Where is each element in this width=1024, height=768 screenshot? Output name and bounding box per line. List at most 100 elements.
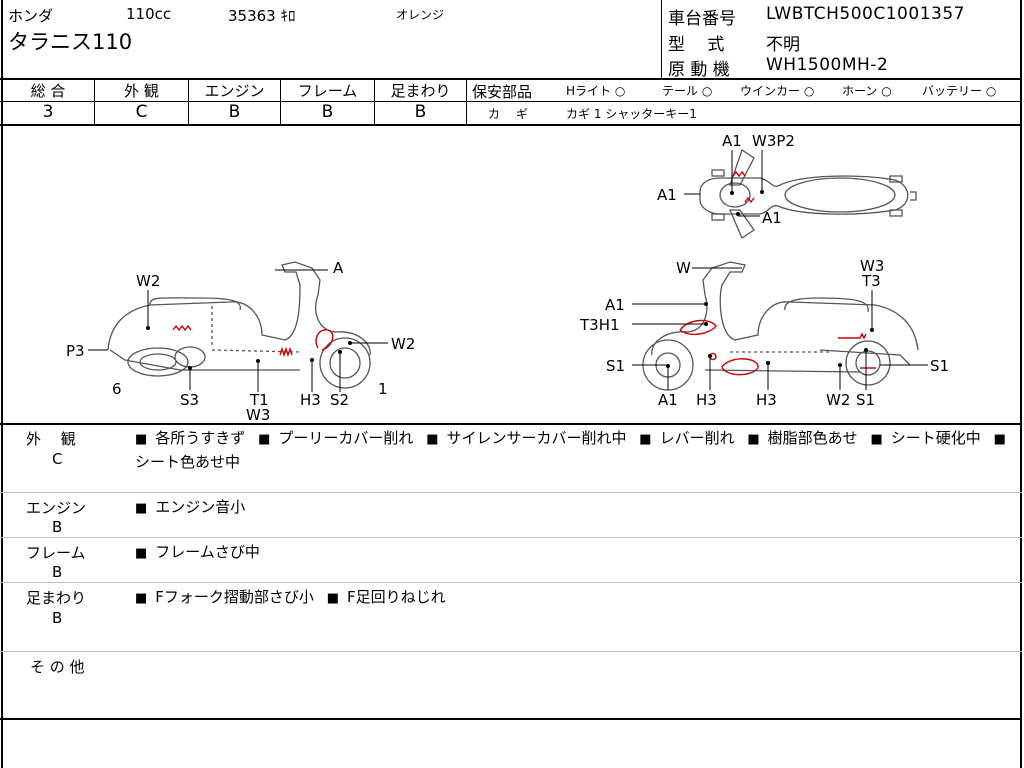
col-divider <box>661 0 662 79</box>
key-label: カ ギ <box>488 107 528 121</box>
section-divider <box>0 537 1022 538</box>
exterior-notes: 各所うすきず プーリーカバー削れ サイレンサーカバー削れ中 レバー削れ 樹脂部色… <box>135 427 1015 473</box>
diagram-label: 1 <box>378 380 388 398</box>
section-divider <box>0 492 1022 493</box>
exterior-note: 各所うすきず <box>135 429 245 447</box>
engine-section-grade: B <box>52 518 63 536</box>
diagram-label: T3 <box>862 272 881 290</box>
exterior-section-grade: C <box>52 450 63 468</box>
type-value: 不明 <box>766 35 800 55</box>
marker-dots <box>146 190 874 370</box>
frame-section-label: フレーム <box>26 544 86 562</box>
exterior-note: プーリーカバー削れ <box>258 429 413 447</box>
engine-grade-label: エンジン <box>204 82 265 100</box>
diagram-label: T3H1 <box>580 316 620 334</box>
diagram-label: S1 <box>930 357 950 375</box>
diagram-label: S1 <box>606 357 626 375</box>
safety-label: 保安部品 <box>472 83 533 101</box>
safety-item-horn: ホーン ○ <box>842 84 892 98</box>
col-divider <box>94 79 95 125</box>
diagram-label: H3 <box>300 391 321 409</box>
displacement: 110cc <box>126 5 172 23</box>
frame-grade-label: フレーム <box>297 82 358 100</box>
row-divider <box>0 718 1022 720</box>
section-divider <box>0 651 1022 652</box>
diagram-label: T1 <box>250 391 269 409</box>
exterior-note: 樹脂部色あせ <box>747 429 857 447</box>
overall-grade: 3 <box>42 102 54 122</box>
col-divider <box>374 79 375 125</box>
engine-label: 原 動 機 <box>668 60 730 80</box>
col-divider <box>280 79 281 125</box>
diagram-label: W2 <box>136 272 161 290</box>
diagram-label: H3 <box>696 391 717 409</box>
diagram-label: W2 <box>826 391 851 409</box>
chassis-value: LWBTCH500C1001357 <box>766 4 965 24</box>
diagram-label: S1 <box>856 391 876 409</box>
safety-item-battery: バッテリー ○ <box>922 84 997 98</box>
frame-notes: フレームさび中 <box>135 541 1015 565</box>
safety-item-tail: テール ○ <box>662 84 713 98</box>
diagram-label: W3 <box>246 406 271 424</box>
diagram-label: A <box>333 259 344 277</box>
row-divider <box>0 423 1022 425</box>
frame-grade: B <box>321 102 334 122</box>
leader-lines <box>88 150 928 392</box>
col-divider <box>466 79 467 125</box>
diagram-label: W2 <box>391 335 416 353</box>
suspension-section-grade: B <box>52 609 63 627</box>
row-divider <box>0 78 1022 80</box>
exterior-label: 外 観 <box>124 82 159 100</box>
engine-section-label: エンジン <box>26 499 87 517</box>
maker: ホンダ <box>8 7 54 25</box>
exterior-note: レバー削れ <box>639 429 734 447</box>
key-value: カギ 1 シャッターキー1 <box>566 107 697 121</box>
engine-grade: B <box>228 102 241 122</box>
exterior-note: シート硬化中 <box>870 429 980 447</box>
diagram-label: H3 <box>756 391 777 409</box>
exterior-grade: C <box>135 102 148 122</box>
engine-value: WH1500MH-2 <box>766 55 889 75</box>
suspension-note: F足回りねじれ <box>327 588 446 606</box>
chassis-label: 車台番号 <box>668 9 736 29</box>
border-right <box>1020 0 1022 768</box>
section-divider <box>0 582 1022 583</box>
diagram-label: A1 <box>657 186 677 204</box>
safety-item-winker: ウインカー ○ <box>740 84 815 98</box>
suspension-notes: Fフォーク摺動部さび小 F足回りねじれ <box>135 586 1015 610</box>
diagram-label: S3 <box>180 391 200 409</box>
engine-notes: エンジン音小 <box>135 496 1015 520</box>
engine-note: エンジン音小 <box>135 498 245 516</box>
overall-label: 総 合 <box>30 82 66 100</box>
frame-note: フレームさび中 <box>135 543 260 561</box>
other-section-label: そ の 他 <box>30 658 85 676</box>
safety-divider <box>466 101 1022 102</box>
damage-marks <box>172 170 876 376</box>
top-scooter-outline <box>699 148 917 239</box>
diagram-label: S2 <box>330 391 350 409</box>
type-label: 型 式 <box>668 35 725 55</box>
diagram-label: 6 <box>112 380 122 398</box>
row-divider <box>0 124 1022 126</box>
col-divider <box>188 79 189 125</box>
diagram-label: P3 <box>66 342 85 360</box>
exterior-section-label: 外 観 <box>26 430 76 448</box>
suspension-grade-label: 足まわり <box>390 82 451 100</box>
diagram-label: A1 <box>762 209 782 227</box>
diagram-label: A1 <box>722 132 742 150</box>
frame-section-grade: B <box>52 563 63 581</box>
exterior-note: サイレンサーカバー削れ中 <box>426 429 626 447</box>
diagram-label: W3P2 <box>752 132 795 150</box>
color: オレンジ <box>396 8 445 22</box>
grade-divider <box>0 101 466 102</box>
diagram-label: A1 <box>658 391 678 409</box>
diagram-label: W <box>676 259 691 277</box>
suspension-grade: B <box>414 102 427 122</box>
safety-item-headlight: Hライト ○ <box>566 84 626 98</box>
mileage: 35363 ｷﾛ <box>228 7 296 25</box>
suspension-section-label: 足まわり <box>26 589 87 607</box>
model-name: タラニス110 <box>8 30 133 54</box>
diagram-label: A1 <box>605 296 625 314</box>
